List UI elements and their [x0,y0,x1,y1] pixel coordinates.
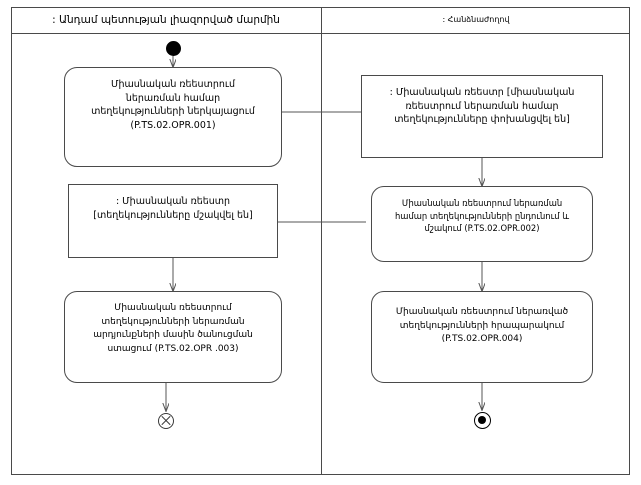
action-node-opr-001-line-1: Միասնական ռեեստրում [110,79,236,90]
action-node-opr-004-line-1: Միասնական ռեեստրում ներառված [395,307,569,317]
action-node-opr-004[interactable]: Միասնական ռեեստրում ներառված տեղեկությու… [371,291,593,383]
action-node-opr-001-line-2: ներառման համար [125,92,221,104]
object-node-registry-transferred-line-2: ռեեստրում ներառման համար [405,100,559,112]
activity-final-node[interactable] [474,412,491,429]
action-node-opr-001[interactable]: Միասնական ռեեստրում ներառման համար տեղեկ… [64,67,282,167]
object-node-registry-processed-line-2: [տեղեկությունները մշակվել են] [93,209,253,221]
action-node-opr-003-line-1: Միասնական ռեեստրում [114,303,232,313]
lane-header-left: : Անդամ պետության լիազորված մարմին [52,14,280,26]
action-node-opr-002[interactable]: Միասնական ռեեստրում ներառման համար տեղեկ… [371,186,593,262]
action-node-opr-002-line-2: համար տեղեկությունների ընդունում և [395,210,569,221]
object-node-registry-transferred[interactable]: : Միասնական ռեեստր [միասնական ռեեստրում … [361,75,603,158]
object-node-registry-transferred-line-1: : Միասնական ռեեստր [միասնական [389,87,575,98]
initial-node[interactable] [166,41,181,56]
action-node-opr-004-line-2: տեղեկությունների հրապարակում [399,320,565,331]
action-node-opr-003-line-3: արդյունքների մասին ծանուցման [93,330,253,340]
object-node-registry-transferred-line-3: տեղեկությունները փոխանցվել են] [394,114,570,125]
lane-header-right: : Հանձնաժողով [442,15,510,24]
action-node-opr-003[interactable]: Միասնական ռեեստրում տեղեկությունների ներ… [64,291,282,383]
action-node-opr-001-line-3: տեղեկությունների ներկայացում [91,106,255,117]
action-node-opr-004-line-3: (P.TS.02.OPR.004) [441,334,523,344]
lane-header-divider [11,33,630,34]
object-node-registry-processed[interactable]: : Միասնական ռեեստր [տեղեկությունները մշա… [68,184,278,258]
action-node-opr-002-line-1: Միասնական ռեեստրում ներառման [401,198,563,208]
lane-vertical-divider [321,7,322,475]
action-node-opr-003-line-4: ստացում (P.TS.02.OPR .003) [107,343,239,354]
flow-final-node[interactable] [158,413,174,429]
action-node-opr-003-line-2: տեղեկությունների ներառման [101,316,245,327]
object-node-registry-processed-line-1: : Միասնական ռեեստր [115,196,231,207]
action-node-opr-002-line-3: մշակում (P.TS.02.OPR.002) [424,223,540,233]
action-node-opr-001-line-4: (P.TS.02.OPR.001) [130,119,216,131]
